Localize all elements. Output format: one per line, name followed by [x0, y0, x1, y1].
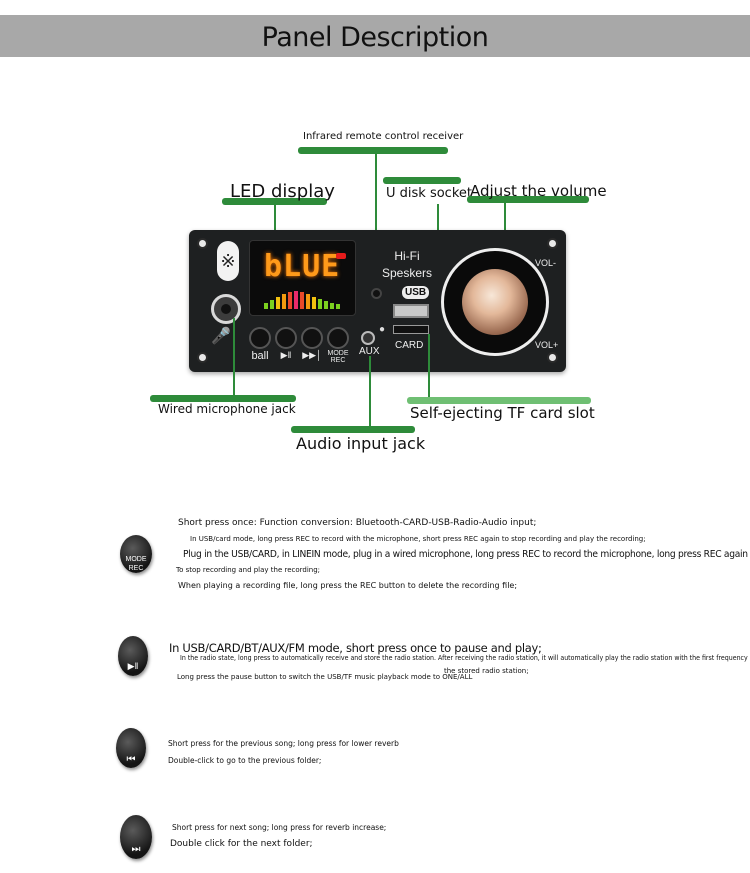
aux-jack[interactable]: [361, 331, 375, 345]
mode-rec-line-3: Plug in the USB/CARD, in LINEIN mode, pl…: [183, 549, 748, 560]
spectrum-meter: [264, 291, 342, 309]
led-label: LED display: [230, 181, 335, 202]
next-icon-label: ⏭: [131, 844, 141, 855]
microphone-jack[interactable]: [211, 294, 241, 324]
mode-rec-icon-label: MODE REC: [125, 556, 147, 572]
control-panel: ※ 🎤 bLUE Hi-Fi Speskers USB CARD AUX ● b…: [189, 230, 566, 372]
next-line-1: Short press for next song; long press fo…: [172, 823, 387, 832]
screw-icon: [197, 238, 208, 249]
led-display-text: bLUE: [264, 249, 341, 284]
led-display: bLUE: [249, 240, 356, 316]
play-pause-icon: ▶‖: [118, 636, 148, 676]
small-mic-icon: ●: [379, 324, 386, 335]
play-pause-line-1: In USB/CARD/BT/AUX/FM mode, short press …: [169, 641, 542, 655]
audio-jack-leader: [369, 356, 371, 428]
screw-icon: [197, 352, 208, 363]
play-pause-button[interactable]: [275, 327, 297, 349]
volume-ring: [441, 248, 549, 356]
header-banner: Panel Description: [0, 15, 750, 57]
udisk-label: U disk socket: [386, 186, 472, 201]
play-pause-line-3: the stored radio station;: [444, 667, 529, 675]
microphone-icon: 🎤: [211, 328, 231, 345]
led-indicator: [336, 253, 346, 259]
previous-icon: ⏮: [116, 728, 146, 768]
usb-socket[interactable]: [393, 304, 429, 318]
volume-label-bar: [467, 196, 589, 203]
led-label-bar: [222, 198, 327, 205]
previous-line-1: Short press for the previous song; long …: [168, 739, 399, 748]
mode-rec-line-4: To stop recording and play the recording…: [176, 566, 321, 574]
volume-label: Adjust the volume: [470, 182, 607, 200]
mode-rec-line-1: Short press once: Function conversion: B…: [178, 518, 537, 528]
vol-minus-label: VOL-: [535, 258, 557, 268]
vol-plus-label: VOL+: [535, 340, 559, 350]
mode-rec-icon: MODE REC: [120, 535, 152, 573]
mode-rec-button[interactable]: [327, 327, 349, 349]
play-pause-line-4: Long press the pause button to switch th…: [177, 673, 473, 681]
tf-slot-label-bar: [407, 397, 591, 404]
mode-rec-button-label: MODE REC: [327, 350, 349, 364]
play-pause-icon-label: ▶‖: [127, 661, 139, 671]
play-pause-line-2: In the radio state, long press to automa…: [180, 654, 748, 662]
next-line-2: Double click for the next folder;: [170, 839, 313, 849]
tf-card-slot[interactable]: [393, 325, 429, 334]
mode-rec-line-5: When playing a recording file, long pres…: [178, 581, 518, 590]
bluetooth-icon: ※: [217, 241, 239, 281]
screw-icon: [547, 238, 558, 249]
usb-label: USB: [402, 286, 430, 299]
infrared-receiver: [371, 288, 382, 299]
previous-icon-label: ⏮: [126, 754, 136, 765]
hifi-line-2: Speskers: [381, 266, 433, 280]
infrared-label: Infrared remote control receiver: [303, 131, 464, 142]
tf-slot-label: Self-ejecting TF card slot: [410, 404, 595, 422]
audio-jack-label-bar: [291, 426, 415, 433]
mode-rec-line-2: In USB/card mode, long press REC to reco…: [190, 535, 646, 543]
ball-button-label: ball: [251, 350, 269, 362]
card-label: CARD: [395, 340, 424, 351]
next-button-label: ▶▶│: [302, 350, 322, 360]
play-pause-button-label: ▶‖: [280, 350, 292, 360]
previous-line-2: Double-click to go to the previous folde…: [168, 756, 322, 765]
page-title: Panel Description: [261, 22, 489, 53]
aux-label: AUX: [359, 346, 380, 357]
mode-ball-button[interactable]: [249, 327, 271, 349]
udisk-label-bar: [383, 177, 461, 184]
hifi-line-1: Hi-Fi: [394, 249, 420, 263]
mic-jack-leader: [233, 318, 235, 398]
next-button[interactable]: [301, 327, 323, 349]
led-leader: [274, 204, 276, 244]
screw-icon: [547, 352, 558, 363]
mic-jack-label-bar: [150, 395, 296, 402]
volume-knob[interactable]: [462, 269, 528, 335]
hifi-logo: Hi-Fi Speskers: [377, 248, 437, 282]
mic-jack-label: Wired microphone jack: [158, 402, 296, 416]
next-icon: ⏭: [120, 815, 152, 859]
infrared-label-bar: [298, 147, 448, 154]
infrared-leader: [375, 152, 377, 290]
tf-slot-leader: [428, 334, 430, 398]
audio-jack-label: Audio input jack: [296, 434, 426, 453]
